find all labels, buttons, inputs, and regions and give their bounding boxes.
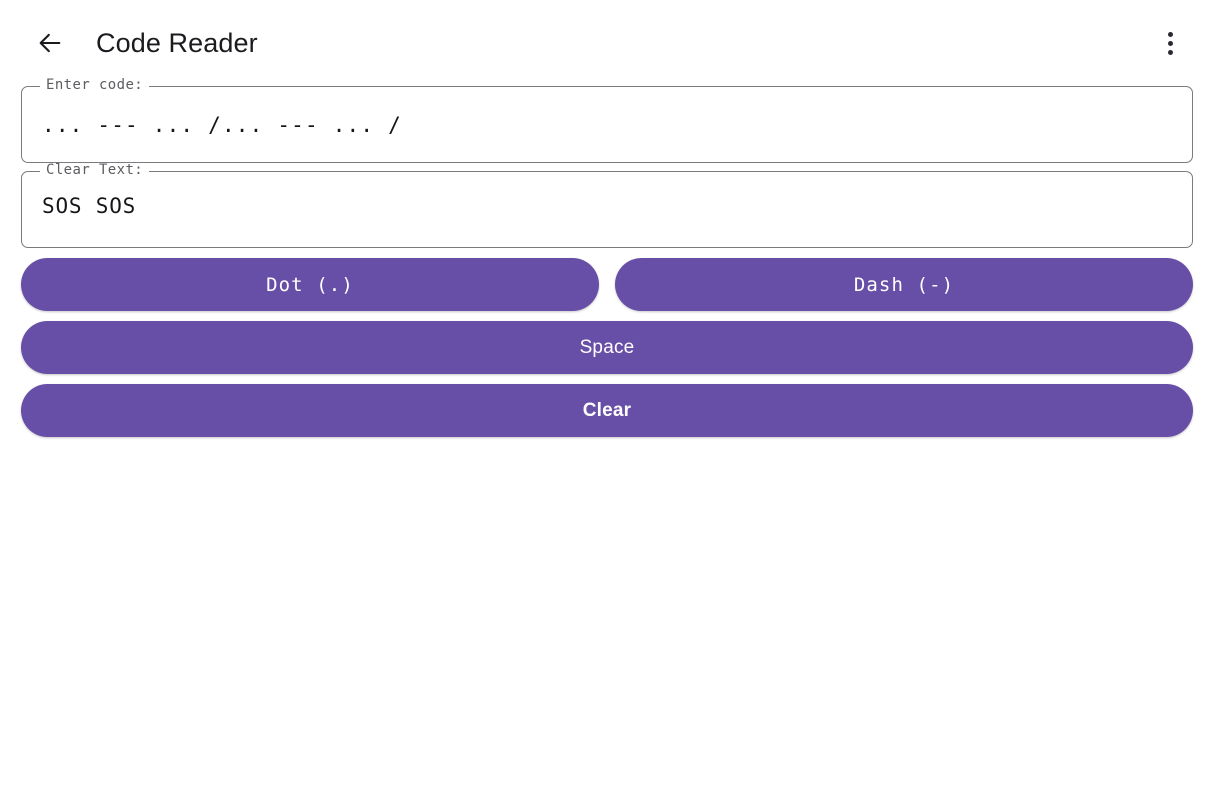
code-input-field[interactable]: Enter code: ... --- ... /... --- ... /: [21, 78, 1193, 163]
back-button[interactable]: [28, 21, 72, 65]
app-bar: Code Reader: [0, 0, 1214, 86]
dot-button[interactable]: Dot (.): [21, 258, 599, 311]
code-input-value[interactable]: ... --- ... /... --- ... /: [42, 113, 402, 137]
clear-button-row: Clear: [21, 384, 1193, 437]
code-input-label: Enter code:: [40, 78, 150, 92]
arrow-left-icon: [36, 29, 64, 57]
clear-button[interactable]: Clear: [21, 384, 1193, 437]
more-vertical-icon-dot-2: [1167, 40, 1173, 46]
more-vertical-icon: [1167, 31, 1173, 37]
clear-text-label: Clear Text:: [40, 163, 150, 177]
overflow-menu-button[interactable]: [1148, 21, 1192, 65]
space-button[interactable]: Space: [21, 321, 1193, 374]
main-content: Enter code: ... --- ... /... --- ... / C…: [0, 78, 1214, 437]
space-button-row: Space: [21, 321, 1193, 374]
clear-text-value[interactable]: SOS SOS: [42, 194, 137, 218]
clear-text-field[interactable]: Clear Text: SOS SOS: [21, 163, 1193, 248]
dash-button[interactable]: Dash (-): [615, 258, 1193, 311]
dot-dash-button-row: Dot (.) Dash (-): [21, 258, 1193, 311]
more-vertical-icon-dot-3: [1167, 49, 1173, 55]
page-title: Code Reader: [96, 27, 258, 58]
